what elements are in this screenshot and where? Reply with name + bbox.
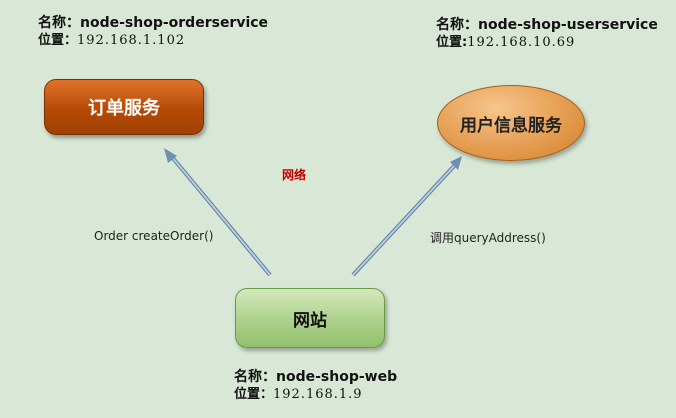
- left-arrow-label: Order createOrder(): [94, 229, 214, 243]
- web-position-prefix: 位置：: [234, 387, 274, 402]
- web-position: 位置：192.168.1.9: [234, 386, 397, 404]
- order-service-name: 名称：node-shop-orderservice: [38, 15, 269, 31]
- web-name: 名称：node-shop-web: [234, 369, 398, 385]
- web-node-label: 网站: [293, 310, 327, 331]
- web-info: 名称：node-shop-web 位置：192.168.1.9: [234, 368, 397, 404]
- order-service-info: 名称：node-shop-orderservice 位置：192.168.1.1…: [38, 14, 268, 50]
- web-ip: 192.168.1.9: [273, 387, 363, 402]
- user-service-name: 名称：node-shop-userservice: [436, 17, 658, 33]
- arrow-web-to-user: [351, 156, 462, 277]
- order-service-ip: 192.168.1.102: [77, 33, 186, 48]
- order-service-position-prefix: 位置：: [38, 33, 78, 48]
- user-service-position: 位置:192.168.10.69: [436, 34, 658, 52]
- order-service-position: 位置：192.168.1.102: [38, 32, 268, 50]
- arrow-web-to-order: [164, 148, 272, 277]
- user-service-info: 名称：node-shop-userservice 位置:192.168.10.6…: [436, 16, 658, 52]
- right-arrow-label: 调用queryAddress(): [430, 231, 546, 245]
- web-node: 网站: [235, 288, 385, 348]
- user-service-position-prefix: 位置:: [436, 35, 468, 50]
- order-service-node: 订单服务: [44, 79, 204, 135]
- user-service-node: 用户信息服务: [437, 85, 585, 161]
- user-service-ip: 192.168.10.69: [467, 35, 576, 50]
- network-label: 网络: [282, 168, 307, 182]
- order-service-node-label: 订单服务: [88, 98, 160, 119]
- user-service-node-label: 用户信息服务: [460, 115, 562, 136]
